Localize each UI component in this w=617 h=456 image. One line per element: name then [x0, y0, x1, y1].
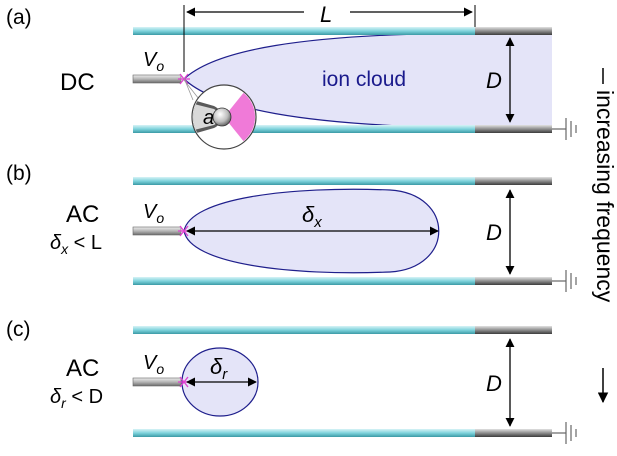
- needle-electrode-c: [132, 377, 182, 387]
- voltage-label-c: Vo: [143, 352, 164, 377]
- extent-label-c: δr: [210, 354, 228, 383]
- panel-b: (b) Vo AC δx < L δx D: [6, 162, 577, 292]
- ground-icon: [552, 270, 577, 292]
- tube-bottom-c: [133, 429, 475, 437]
- ground-electrode-bottom-c: [475, 429, 552, 437]
- frequency-label: increasing frequency: [592, 90, 617, 303]
- panel-a-tag: (a): [6, 6, 32, 29]
- panel-b-tag: (b): [6, 162, 32, 185]
- panel-c: (c) Vo AC δr < D δr D: [6, 318, 577, 444]
- tube-bottom-b: [133, 277, 475, 285]
- mode-label-b: AC: [66, 201, 99, 228]
- panel-a: (a) Vo DC L: [6, 2, 577, 150]
- mode-label-c: AC: [66, 355, 99, 382]
- ground-icon: [552, 118, 577, 140]
- ground-icon: [552, 422, 577, 444]
- ground-electrode-bottom-a: [475, 125, 552, 133]
- panel-c-tag: (c): [6, 318, 31, 341]
- ground-electrode-bottom-b: [475, 277, 552, 285]
- ground-electrode-top-b: [475, 177, 552, 185]
- extent-label-b: δx: [302, 202, 322, 231]
- tip-radius-label: a: [203, 107, 214, 129]
- mode-label-a: DC: [60, 69, 95, 96]
- length-label: L: [320, 2, 332, 27]
- ion-cloud-label: ion cloud: [322, 68, 406, 91]
- tube-top-a: [133, 27, 475, 35]
- tube-top-c: [133, 326, 475, 334]
- diameter-label-a: D: [486, 68, 502, 93]
- ion-cloud-dc: [184, 33, 552, 128]
- ground-electrode-top-c: [475, 326, 552, 334]
- voltage-label-a: Vo: [143, 49, 164, 74]
- diameter-label-b: D: [486, 220, 502, 245]
- tube-bottom-a: [133, 125, 475, 133]
- condition-label-b: δx < L: [50, 232, 102, 257]
- tube-top-b: [133, 177, 475, 185]
- diameter-label-c: D: [486, 371, 502, 396]
- frequency-axis: increasing frequency: [592, 68, 617, 404]
- voltage-label-b: Vo: [143, 201, 164, 226]
- condition-label-c: δr < D: [50, 386, 103, 411]
- needle-electrode-a: [132, 74, 182, 84]
- needle-electrode-b: [132, 226, 182, 236]
- ground-electrode-top-a: [475, 27, 552, 35]
